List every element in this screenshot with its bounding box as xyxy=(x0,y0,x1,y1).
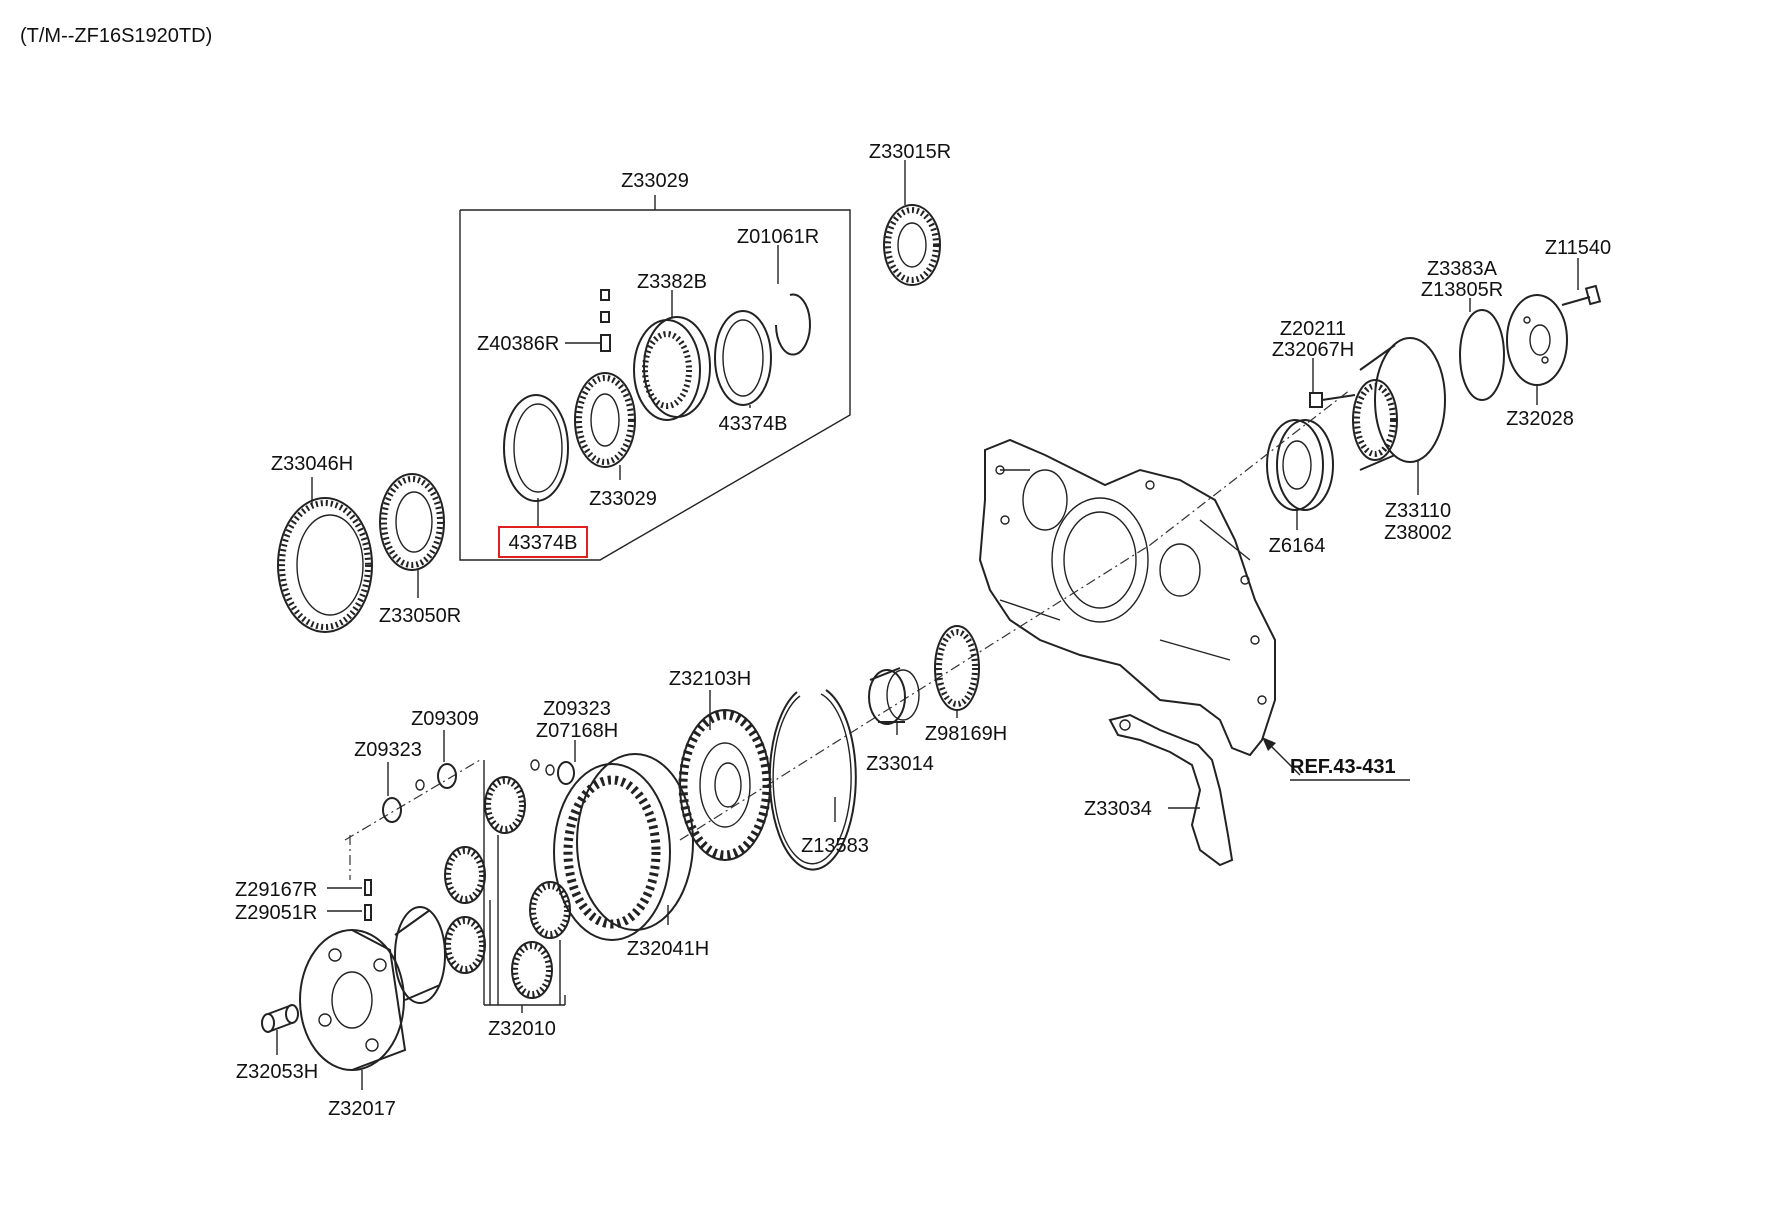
part-z07168h[interactable] xyxy=(557,740,576,785)
model-header: (T/M--ZF16S1920TD) xyxy=(20,25,212,47)
label-z32028[interactable]: Z32028 xyxy=(1506,408,1574,430)
label-z32103h[interactable]: Z32103H xyxy=(669,668,751,690)
label-z20211[interactable]: Z20211 xyxy=(1280,318,1346,340)
part-z33029-hub[interactable] xyxy=(574,372,636,480)
label-z09323-a[interactable]: Z09323 xyxy=(543,698,611,720)
label-z33110[interactable]: Z33110 xyxy=(1385,500,1451,522)
center-axis-line xyxy=(679,544,1151,841)
label-z07168h[interactable]: Z07168H xyxy=(536,720,618,742)
label-z33029-assembly[interactable]: Z33029 xyxy=(621,170,689,192)
label-z38002[interactable]: Z38002 xyxy=(1384,522,1452,544)
label-z33046h[interactable]: Z33046H xyxy=(271,453,353,475)
label-43374b-selected[interactable]: 43374B xyxy=(509,532,578,554)
part-z33014[interactable] xyxy=(868,667,920,735)
label-z33034[interactable]: Z33034 xyxy=(1084,798,1152,820)
part-z33034[interactable] xyxy=(1108,713,1234,867)
part-z32041h[interactable] xyxy=(553,753,694,941)
label-z29051r[interactable]: Z29051R xyxy=(235,902,317,924)
synchronizer-group-outline xyxy=(459,195,851,561)
part-z40386r[interactable] xyxy=(565,289,611,352)
label-z09309[interactable]: Z09309 xyxy=(411,708,479,730)
part-z09309[interactable] xyxy=(437,730,457,789)
label-z6164[interactable]: Z6164 xyxy=(1269,535,1326,557)
label-z3383a[interactable]: Z3383A xyxy=(1427,258,1498,280)
label-z01061r[interactable]: Z01061R xyxy=(737,226,819,248)
label-z98169h[interactable]: Z98169H xyxy=(925,723,1007,745)
label-z13583[interactable]: Z13583 xyxy=(801,835,869,857)
part-z33050r[interactable] xyxy=(379,473,445,598)
reference-arrow xyxy=(1262,737,1410,781)
part-z29167r[interactable] xyxy=(327,879,372,896)
label-z13805r[interactable]: Z13805R xyxy=(1421,279,1503,301)
part-z3382b[interactable] xyxy=(633,290,711,421)
label-z33014[interactable]: Z33014 xyxy=(866,753,934,775)
part-z13583[interactable] xyxy=(768,689,857,871)
part-small-pins xyxy=(415,759,555,791)
label-z32017[interactable]: Z32017 xyxy=(328,1098,396,1120)
label-z11540[interactable]: Z11540 xyxy=(1545,237,1611,259)
part-z01061r[interactable] xyxy=(775,245,811,356)
planet-axis-line xyxy=(344,759,481,841)
label-z32067h[interactable]: Z32067H xyxy=(1272,339,1354,361)
label-z3382b[interactable]: Z3382B xyxy=(637,271,707,293)
label-43374b-right[interactable]: 43374B xyxy=(719,413,788,435)
part-z32053h[interactable] xyxy=(261,1004,299,1055)
label-z33029-hub[interactable]: Z33029 xyxy=(589,488,657,510)
part-z98169h[interactable] xyxy=(934,625,980,718)
part-z32010[interactable] xyxy=(444,760,571,1013)
part-z6164[interactable] xyxy=(1266,419,1334,530)
part-z29051r[interactable] xyxy=(327,904,372,921)
label-z29167r[interactable]: Z29167R xyxy=(235,879,317,901)
label-z32053h[interactable]: Z32053H xyxy=(236,1061,318,1083)
part-z33046h[interactable] xyxy=(277,477,373,633)
label-z32041h[interactable]: Z32041H xyxy=(627,938,709,960)
center-axis-line-upper xyxy=(1149,389,1351,546)
part-43374b-selected[interactable] xyxy=(503,394,569,528)
part-z09323-b[interactable] xyxy=(382,762,402,823)
label-z33015r[interactable]: Z33015R xyxy=(869,141,951,163)
part-z33110[interactable] xyxy=(1352,337,1446,495)
reference-label[interactable]: REF.43-431 xyxy=(1290,756,1396,778)
part-z33015r[interactable] xyxy=(883,160,941,286)
part-z32067h[interactable] xyxy=(1309,358,1356,408)
part-43374b-right[interactable] xyxy=(714,310,772,408)
part-z32017[interactable] xyxy=(299,906,446,1090)
part-z32028[interactable] xyxy=(1506,294,1568,405)
selected-part-highlight xyxy=(498,526,588,558)
part-housing[interactable] xyxy=(978,438,1276,757)
label-z32010[interactable]: Z32010 xyxy=(488,1018,556,1040)
part-z13805r[interactable] xyxy=(1459,298,1505,401)
label-z40386r[interactable]: Z40386R xyxy=(477,333,559,355)
label-z33050r[interactable]: Z33050R xyxy=(379,605,461,627)
label-z09323-b[interactable]: Z09323 xyxy=(354,739,422,761)
part-z11540[interactable] xyxy=(1561,258,1602,306)
